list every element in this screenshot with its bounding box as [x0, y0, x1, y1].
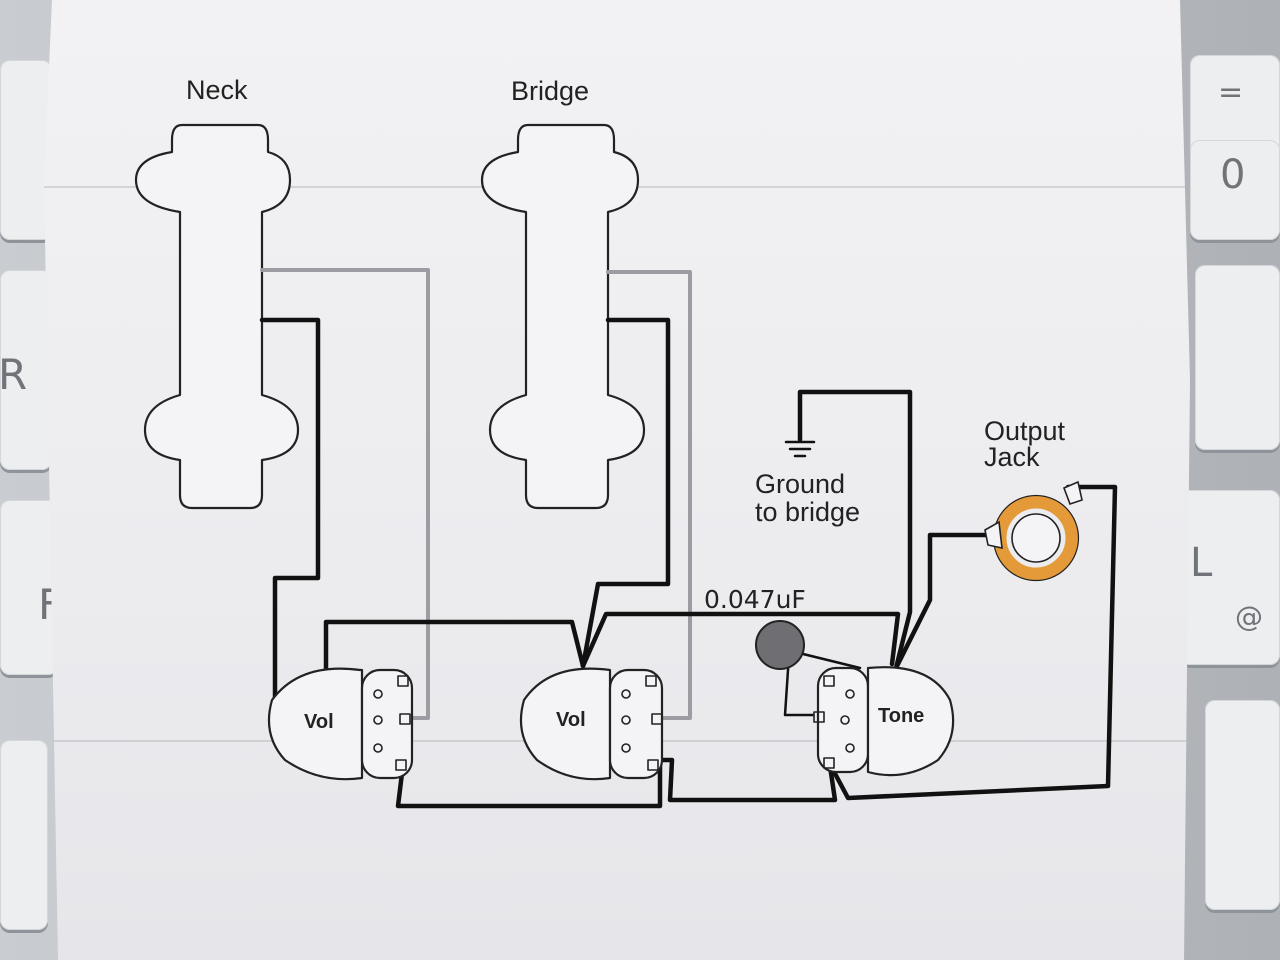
key-right-bottom: [1205, 700, 1280, 910]
bridge-hot-wire: [580, 317, 671, 669]
key-zero: 0: [1190, 140, 1280, 240]
tone-label: Tone: [878, 705, 924, 727]
bridge-pickup: [480, 123, 646, 510]
key-r: R: [0, 270, 52, 470]
bridge-gray-wire: [606, 270, 692, 720]
ground-label-line1: Ground: [755, 469, 845, 499]
tone-feed-wire: [580, 611, 901, 669]
neck-volume-label: Vol: [304, 711, 334, 733]
key-l-label: L: [1190, 540, 1213, 586]
neck-pickup: [134, 123, 300, 510]
key-f: F: [0, 500, 62, 675]
ground-wire: [797, 389, 913, 671]
ground-symbol: [784, 440, 816, 458]
bridge-volume-pot: [519, 667, 664, 781]
key-at-label: @: [1235, 600, 1263, 633]
key-right-mid: [1195, 265, 1280, 450]
jack-tip-wire: [893, 532, 996, 671]
key-left-bottom: [0, 740, 48, 930]
ground-bus-wire: [395, 757, 838, 809]
key-r-label: R: [0, 350, 28, 399]
bridge-volume-label: Vol: [556, 709, 586, 731]
volume-link-wire: [323, 619, 586, 679]
output-label-line1: Output: [984, 416, 1066, 446]
tone-pot: [813, 666, 955, 777]
neck-volume-pot: [267, 667, 414, 781]
key-equals-label: =: [1218, 75, 1244, 110]
bridge-label: Bridge: [511, 76, 589, 106]
capacitor: [755, 620, 805, 670]
key-l: L @: [1180, 490, 1280, 665]
ground-label-line2: to bridge: [755, 497, 860, 527]
capacitor-label: 0.047uF: [704, 585, 806, 614]
cap-lead-wire-2: [793, 650, 862, 670]
output-jack: [984, 480, 1083, 582]
key-zero-label: 0: [1220, 152, 1246, 198]
key-left-top: [0, 60, 52, 240]
neck-hot-wire: [259, 317, 321, 703]
jack-sleeve-wire: [829, 484, 1118, 801]
output-label-line2: Jack: [984, 442, 1040, 472]
neck-label: Neck: [186, 75, 248, 105]
neck-gray-wire: [260, 268, 430, 720]
